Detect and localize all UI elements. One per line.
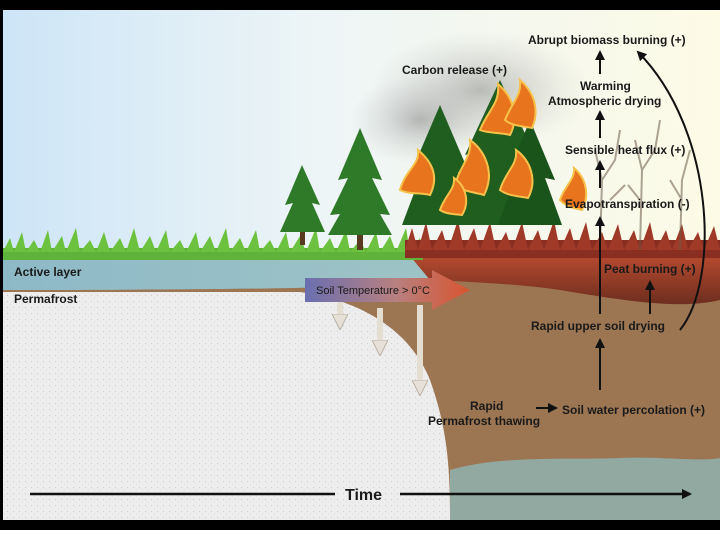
tree-medium	[328, 128, 392, 250]
thaw-arrows	[340, 302, 420, 388]
permafrost-label: Permafrost	[14, 292, 77, 306]
sensible-heat-flux-label: Sensible heat flux (+)	[565, 143, 685, 157]
soil-temperature-arrow	[305, 270, 470, 310]
permafrost-body	[3, 292, 450, 520]
grass	[3, 228, 423, 260]
causal-arrows	[536, 50, 706, 413]
groundwater-pool	[450, 457, 720, 520]
evapotranspiration-label: Evapotranspiration (-)	[565, 197, 690, 211]
carbon-release-label: Carbon release (+)	[402, 63, 507, 77]
tree-small	[280, 165, 325, 245]
permafrost-thawing-label: Permafrost thawing	[428, 414, 540, 428]
soil-water-percolation-label: Soil water percolation (+)	[562, 403, 705, 417]
active-layer-label: Active layer	[14, 265, 82, 279]
peat-layer	[410, 256, 720, 305]
soil-temperature-label: Soil Temperature > 0°C	[316, 285, 430, 297]
warming-label: Warming	[580, 79, 631, 93]
burnt-grass	[405, 220, 720, 258]
abrupt-biomass-burning-label: Abrupt biomass burning (+)	[528, 33, 686, 47]
peat-burning-label: Peat burning (+)	[604, 262, 696, 276]
rapid-upper-soil-drying-label: Rapid upper soil drying	[531, 319, 665, 333]
flames	[398, 77, 588, 217]
atmospheric-drying-label: Atmospheric drying	[548, 94, 661, 108]
rapid-label: Rapid	[470, 399, 503, 413]
time-label: Time	[345, 487, 382, 504]
